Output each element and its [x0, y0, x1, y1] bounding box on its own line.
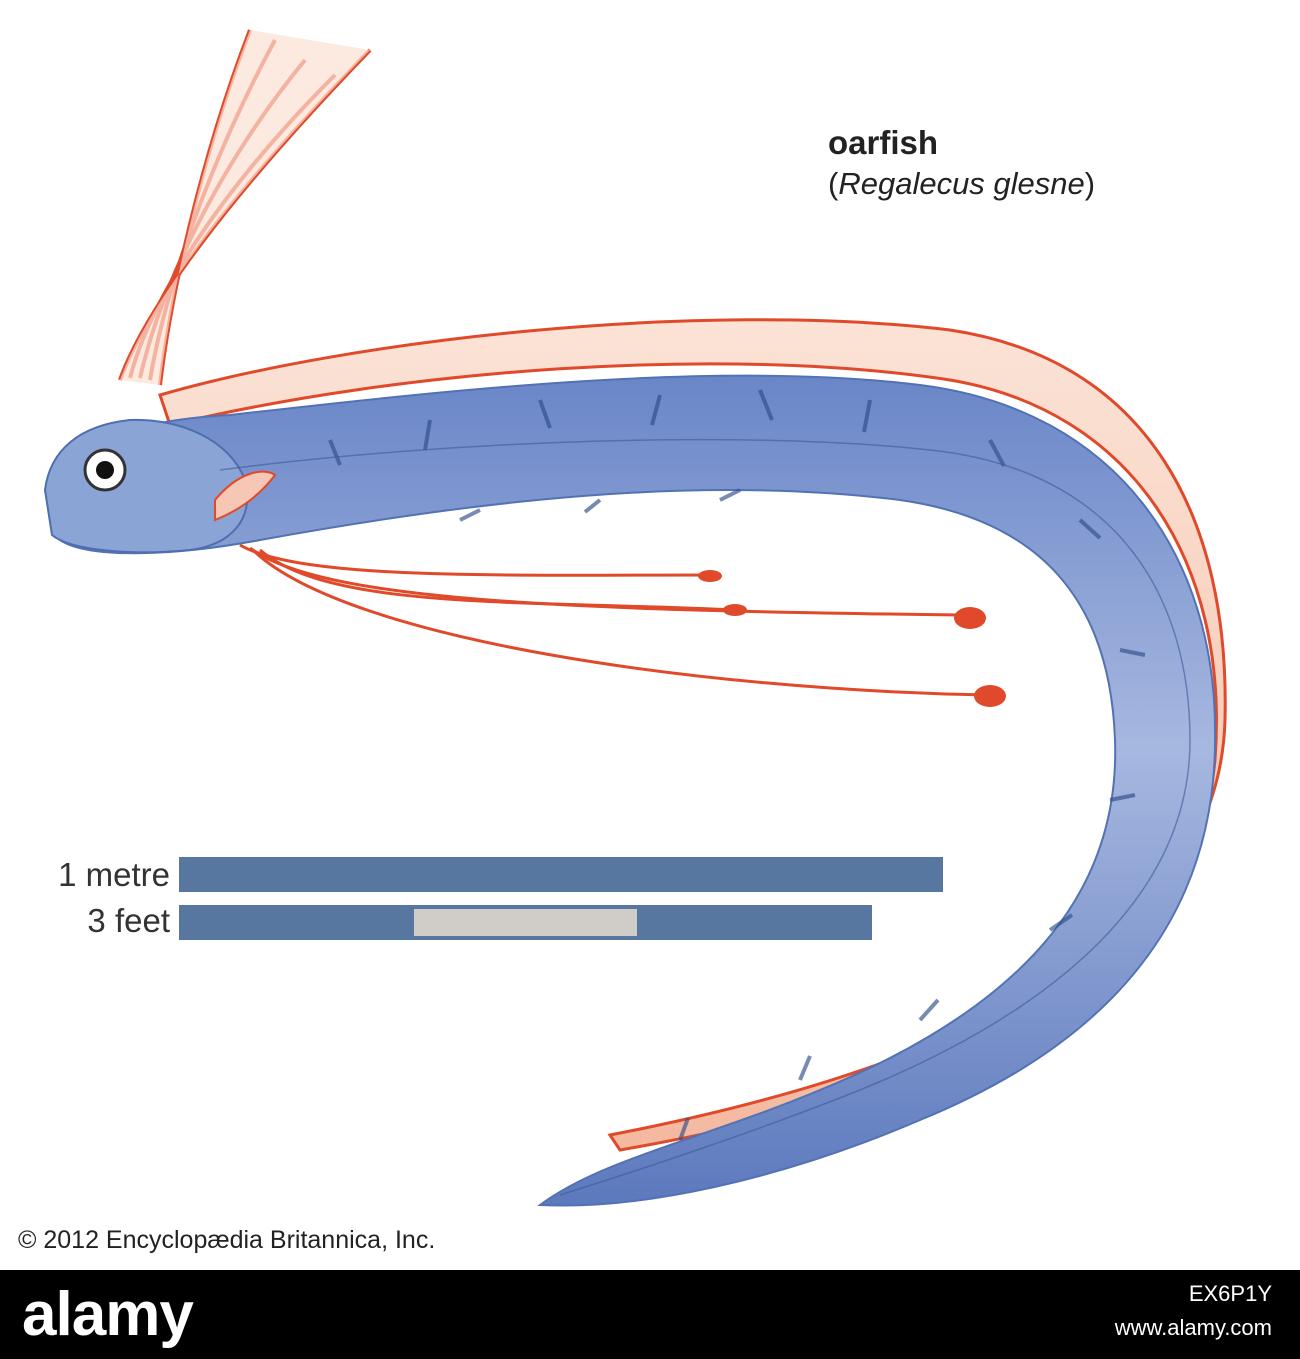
oarfish-illustration — [43, 29, 1227, 1207]
scale-label-feet: 3 feet — [87, 902, 170, 939]
close-paren: ) — [1084, 166, 1096, 201]
scale-bar-feet-segment — [414, 909, 637, 936]
copyright-notice: © 2012 Encyclopædia Britannica, Inc. — [18, 1226, 436, 1254]
open-paren: ( — [828, 166, 839, 201]
scientific-name-line: (Regalecus glesne) — [828, 164, 1095, 204]
scientific-name: Regalecus glesne — [838, 166, 1085, 201]
dorsal-fin — [158, 318, 1227, 1152]
pectoral-fin — [214, 470, 277, 522]
stock-url: www.alamy.com — [1114, 1315, 1272, 1340]
species-title: oarfish (Regalecus glesne) — [828, 122, 1095, 204]
body-markings — [328, 389, 1146, 1141]
eye-icon — [83, 448, 127, 492]
brand-logo: alamy — [22, 1280, 194, 1349]
pelvic-ray-tips — [698, 570, 1006, 707]
common-name: oarfish — [828, 124, 939, 161]
crest-membrane — [120, 30, 370, 385]
footer-bar: alamy EX6P1Y www.alamy.com — [0, 1270, 1300, 1359]
lateral-line — [219, 438, 1191, 1196]
scale-label-metre: 1 metre — [58, 856, 170, 893]
image-id: EX6P1Y — [1188, 1281, 1272, 1306]
scale-bar-metre — [179, 857, 943, 892]
pelvic-rays — [239, 543, 991, 697]
